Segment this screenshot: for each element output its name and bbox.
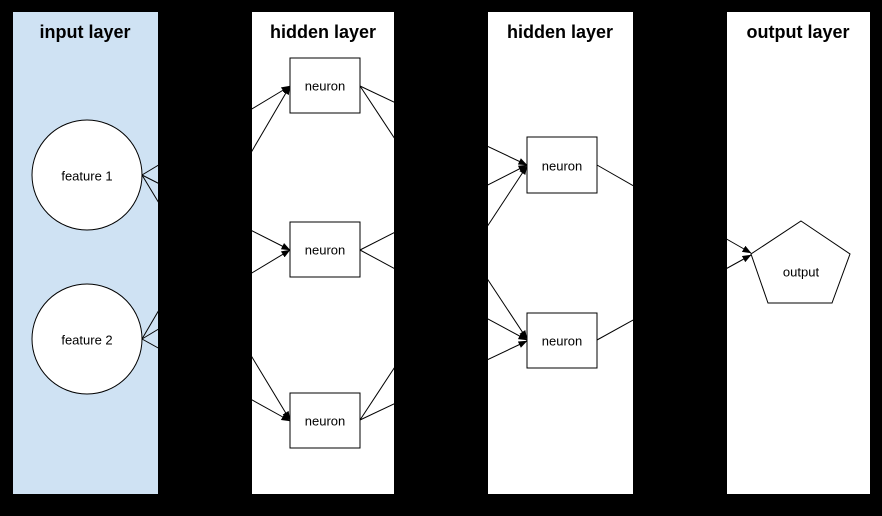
feature-2-label: feature 2 bbox=[61, 333, 112, 348]
edge-h1n3-h2n1 bbox=[359, 165, 528, 421]
edge-h2n1-output bbox=[596, 164, 752, 254]
feature-1-label: feature 1 bbox=[61, 169, 112, 184]
edge-feature1-h1n1 bbox=[141, 85, 291, 176]
edge-feature2-h1n3 bbox=[141, 338, 291, 422]
edge-h1n2-h2n1 bbox=[359, 164, 528, 251]
edge-h2n2-output bbox=[596, 254, 752, 341]
edges bbox=[141, 85, 752, 422]
hidden1-neuron3-label: neuron bbox=[305, 414, 345, 429]
hidden2-neuron1-node bbox=[526, 136, 598, 194]
edge-h1n1-h2n2 bbox=[359, 85, 528, 340]
hidden1-neuron3-node bbox=[289, 392, 361, 449]
edge-h1n3-h2n2 bbox=[359, 340, 528, 421]
output-layer-title: output layer bbox=[746, 22, 849, 42]
edge-feature1-h1n3 bbox=[141, 174, 291, 421]
hidden-layer-2-title: hidden layer bbox=[507, 22, 613, 42]
hidden2-neuron2-label: neuron bbox=[542, 334, 582, 349]
hidden-layer-1-title: hidden layer bbox=[270, 22, 376, 42]
hidden2-neuron2-node bbox=[526, 312, 598, 369]
hidden2-neuron1-label: neuron bbox=[542, 159, 582, 174]
output-label: output bbox=[783, 265, 820, 280]
edge-feature2-h1n2 bbox=[141, 249, 291, 340]
output-node bbox=[750, 220, 851, 304]
input-layer-panel bbox=[13, 12, 158, 494]
hidden1-neuron1-node bbox=[289, 57, 361, 114]
hidden1-neuron1-label: neuron bbox=[305, 79, 345, 94]
input-layer-title: input layer bbox=[39, 22, 130, 42]
edge-h1n2-h2n2 bbox=[359, 249, 528, 341]
node-labels: feature 1 feature 2 neuron neuron neuron… bbox=[61, 79, 819, 429]
edge-h1n1-h2n1 bbox=[359, 85, 528, 166]
hidden-layer-2-panel bbox=[488, 12, 633, 494]
edge-feature2-h1n1 bbox=[141, 85, 291, 340]
hidden1-neuron2-label: neuron bbox=[305, 243, 345, 258]
